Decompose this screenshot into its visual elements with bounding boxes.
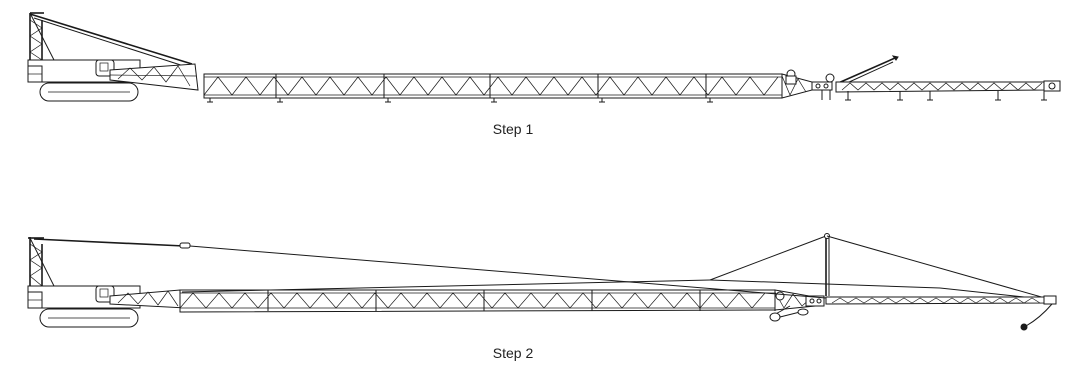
jib [835,81,1054,93]
lattice-boom-step-1 [203,55,1061,103]
boom-ground-supports [207,98,713,103]
tip-connector [805,295,825,307]
step-1-drawing: Step 1 [27,12,1061,137]
boom-stay [181,279,711,293]
boom-insert-sections [203,73,783,99]
backstay [189,245,827,299]
jib-stay [826,235,1053,301]
lattice-boom-step-2 [179,233,1057,331]
jib-ground-supports [845,91,1047,101]
crane-base-step-1 [27,12,199,102]
step-1-label: Step 1 [493,121,534,137]
boom-pendant [29,13,193,65]
luffing-strut [835,57,896,85]
jib-tip-head [1043,295,1057,305]
step-2-label: Step 2 [493,345,534,361]
boom-butt [109,63,199,91]
hook-block [769,312,781,322]
boom-truss-bracing [179,290,776,311]
crane-base-step-2 [27,237,191,328]
tip-connector [811,81,833,91]
step-2-drawing: Step 2 [27,233,1057,361]
boom-pendant [33,238,185,247]
hoist-rope [1025,303,1053,327]
jib-hook [1020,323,1028,331]
sheave [775,291,785,301]
